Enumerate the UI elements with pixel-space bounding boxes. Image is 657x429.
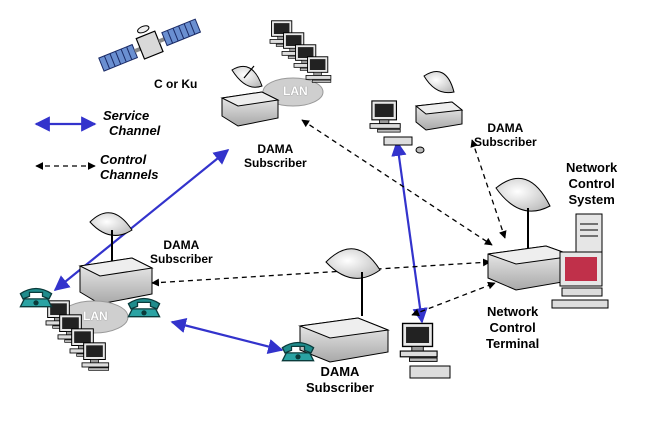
legend-service-label: Service Channel — [103, 108, 160, 138]
legend — [34, 116, 97, 170]
label-ncs-line3: System — [568, 192, 615, 207]
lan-label-left: LAN — [83, 309, 108, 323]
terminal-box-icon — [220, 91, 280, 127]
label-ncs-line1: Network — [566, 160, 618, 175]
dish-icon — [231, 66, 263, 88]
dish-icon — [89, 212, 133, 236]
label-bottom-line1: DAMA — [320, 364, 360, 379]
service-link-left-to-bottom — [170, 317, 284, 355]
phone-icon — [281, 341, 315, 362]
lan-label-top: LAN — [283, 84, 308, 98]
node-top-right — [369, 71, 464, 154]
dish-icon — [325, 248, 381, 279]
dish-icon — [423, 71, 455, 94]
terminal-box-icon — [78, 257, 154, 305]
monitor-icon — [551, 251, 609, 309]
legend-control-line2: Channels — [100, 167, 159, 182]
legend-service-line2: Channel — [109, 123, 161, 138]
terminal-box-icon — [487, 245, 575, 291]
control-link-bottom — [411, 281, 496, 317]
control-channel-links — [151, 119, 507, 317]
label-network-control-terminal: Network Control Terminal — [486, 304, 539, 352]
label-top-left: DAMA Subscriber — [244, 142, 307, 170]
label-top-right-line1: DAMA — [487, 121, 524, 135]
phone-icon — [127, 297, 161, 318]
label-nct-line3: Terminal — [486, 336, 540, 351]
label-top-left-line1: DAMA — [257, 142, 294, 156]
label-left: DAMA Subscriber — [150, 238, 213, 266]
legend-control-label: Control Channels — [100, 152, 159, 182]
node-network-control — [487, 177, 609, 309]
control-link-top-left — [301, 119, 493, 246]
node-left — [19, 212, 161, 371]
phone-icon — [19, 287, 53, 308]
legend-control-line1: Control — [100, 152, 147, 167]
label-top-right-line2: Subscriber — [474, 135, 537, 149]
service-link-top-right-to-bottom — [391, 140, 428, 324]
satellite-label: C or Ku — [154, 77, 198, 91]
label-bottom-line2: Subscriber — [306, 380, 374, 395]
label-bottom: DAMA Subscriber — [306, 364, 374, 396]
label-ncs-line2: Control — [568, 176, 615, 191]
label-top-right: DAMA Subscriber — [474, 121, 537, 149]
label-left-line1: DAMA — [163, 238, 200, 252]
terminal-box-icon — [414, 101, 464, 131]
label-left-line2: Subscriber — [150, 252, 213, 266]
label-top-left-line2: Subscriber — [244, 156, 307, 170]
satellite-icon — [98, 18, 202, 72]
legend-service-line1: Service — [103, 108, 150, 123]
terminal-box-icon — [298, 317, 390, 363]
label-nct-line2: Control — [489, 320, 536, 335]
dish-icon — [495, 177, 551, 212]
node-bottom — [281, 248, 451, 379]
control-link-left — [151, 258, 491, 287]
label-network-control-system: Network Control System — [566, 160, 617, 208]
node-top-left — [220, 20, 332, 127]
label-nct-line1: Network — [486, 304, 539, 319]
